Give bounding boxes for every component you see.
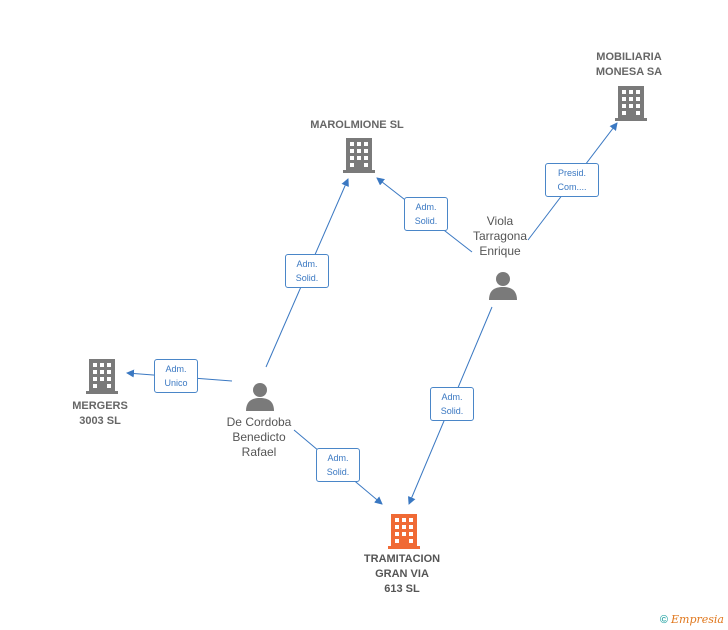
edge-label-viola-tramitacion[interactable]: Adm. Solid.: [430, 387, 474, 421]
footer-brand: © Empresia: [660, 613, 724, 626]
edge-label-decordoba-mergers[interactable]: Adm. Unico: [154, 359, 198, 393]
node-label-mergers: MERGERS 3003 SL: [72, 400, 128, 427]
edge-label-viola-marolmione[interactable]: Adm. Solid.: [404, 197, 448, 231]
node-label-decordoba: De Cordoba Benedicto Rafael: [226, 415, 292, 459]
copyright-icon: ©: [659, 614, 668, 626]
edge-label-decordoba-tramitacion[interactable]: Adm. Solid.: [316, 448, 360, 482]
edge-label-decordoba-marolmione[interactable]: Adm. Solid.: [285, 254, 329, 288]
brand-logo: Empresia: [671, 613, 724, 626]
node-label-tramitacion: TRAMITACION GRAN VIA 613 SL: [363, 553, 441, 595]
person-icon[interactable]: [245, 381, 275, 411]
building-icon[interactable]: [343, 137, 375, 173]
node-label-viola: Viola Tarragona Enrique: [472, 214, 528, 258]
person-icon[interactable]: [488, 270, 518, 300]
building-icon[interactable]: [615, 85, 647, 121]
node-label-marolmione: MAROLMIONE SL: [310, 119, 404, 131]
building-icon[interactable]: [388, 513, 420, 549]
building-icon[interactable]: [86, 358, 118, 394]
node-label-mobiliaria: MOBILIARIA MONESA SA: [595, 51, 663, 78]
edge-label-viola-mobiliaria[interactable]: Presid. Com....: [545, 163, 599, 197]
